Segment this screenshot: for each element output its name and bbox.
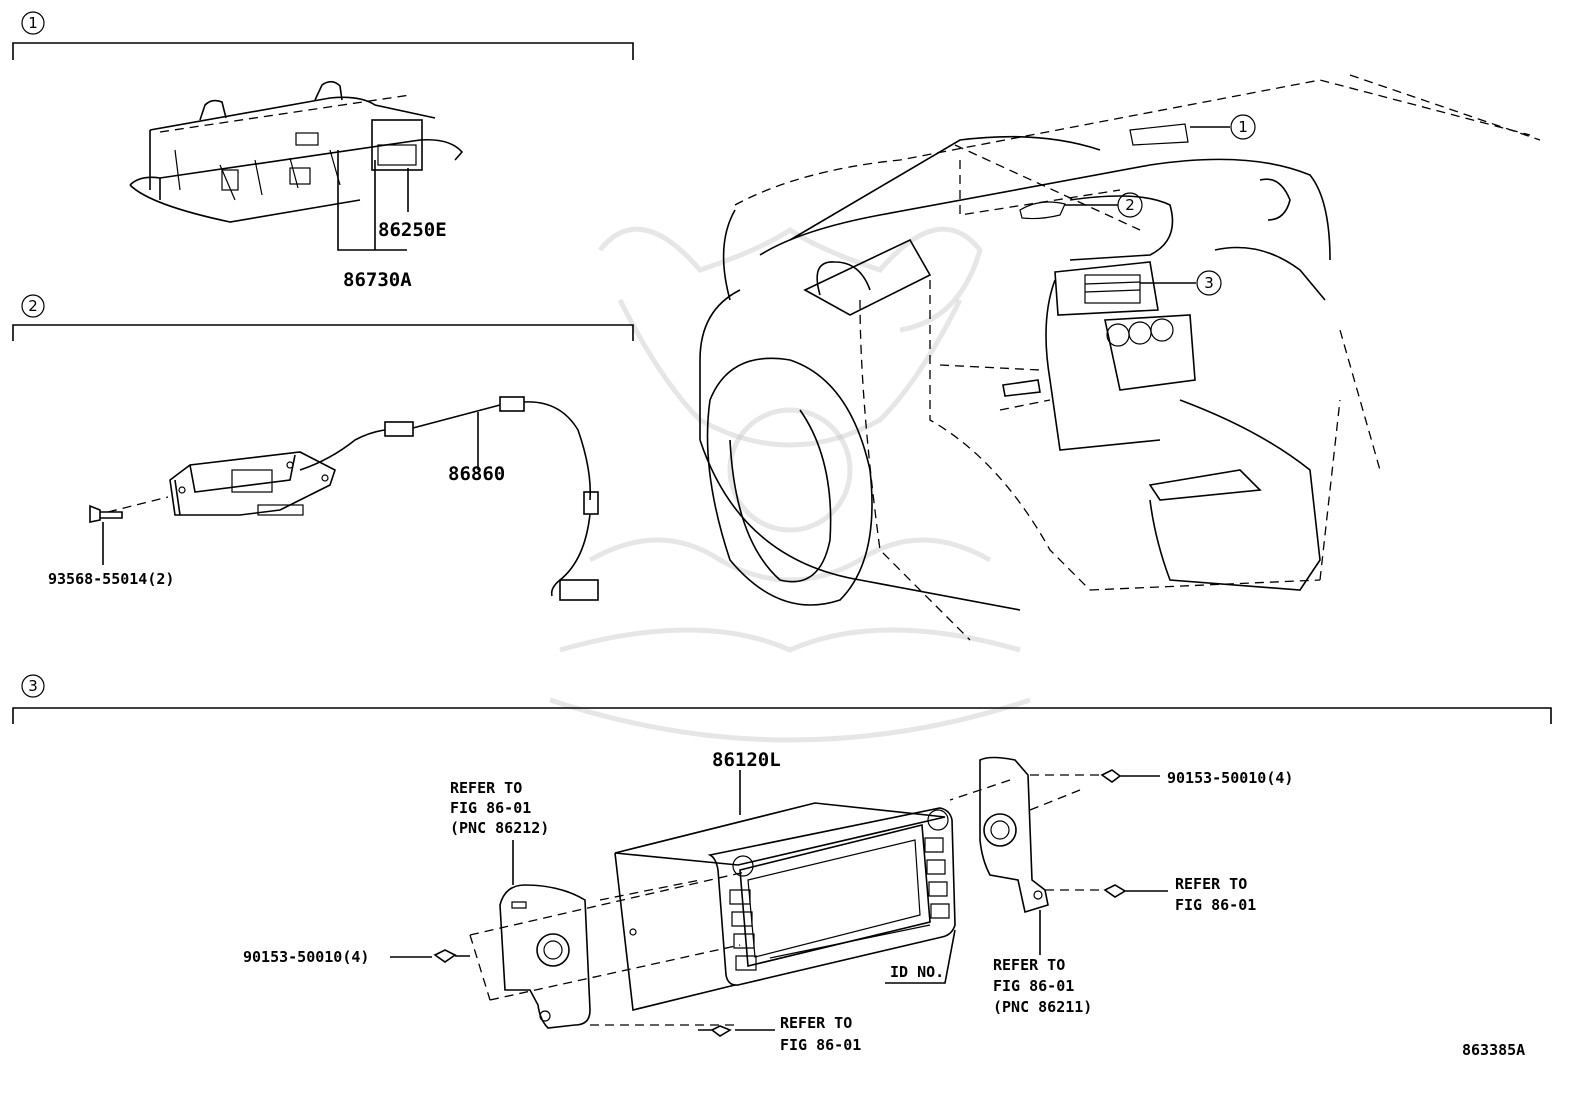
refer-right-bottom-line3: (PNC 86211): [993, 998, 1092, 1016]
overview-marker-3-circle: [1196, 270, 1222, 296]
part-86730a: 86730A: [343, 269, 412, 291]
section-2-bracket: [12, 324, 634, 341]
refer-left-top-line1: REFER TO: [450, 779, 522, 797]
bolt-right-top-label: 90153-50010(4): [1167, 769, 1293, 787]
section-1-marker-circle: [21, 11, 45, 35]
refer-bottom-line2: FIG 86-01: [780, 1036, 861, 1054]
leader-id-no: [885, 929, 956, 984]
refer-bottom-line1: REFER TO: [780, 1014, 852, 1032]
part-93568-55014: 93568-55014(2): [48, 570, 174, 588]
bolt-left-label: 90153-50010(4): [243, 948, 369, 966]
overview-marker-1-circle: [1230, 114, 1256, 140]
bottom-screw: [698, 1025, 732, 1037]
section-3-marker-circle: [21, 674, 45, 698]
refer-right-bottom-line2: FIG 86-01: [993, 977, 1074, 995]
right-top-screw: [1100, 769, 1160, 783]
section-1-marker: 1: [28, 14, 38, 32]
refer-right-mid-line2: FIG 86-01: [1175, 896, 1256, 914]
left-bracket-drawing: [499, 884, 591, 1029]
part-86120l: 86120L: [712, 749, 781, 771]
section-3-bracket: [12, 707, 1552, 724]
section-2: 2 86860 93568-55014(2): [12, 294, 634, 601]
right-mid-screw: [1103, 884, 1168, 898]
figure-code: 863385A: [1462, 1041, 1525, 1059]
overview-marker-2: 2: [1125, 196, 1135, 214]
refer-left-top-line2: FIG 86-01: [450, 799, 531, 817]
overhead-console-drawing: [129, 80, 464, 223]
section-3: 3 86120L REFER TO F: [12, 674, 1552, 1054]
refer-left-top-line3: (PNC 86212): [450, 819, 549, 837]
section-1: 1 86250E 86730A: [12, 11, 634, 291]
section-2-marker-circle: [21, 294, 45, 318]
right-bracket-drawing: [979, 756, 1049, 914]
part-86860: 86860: [448, 463, 505, 485]
overview-marker-1: 1: [1238, 118, 1248, 136]
refer-right-mid-line1: REFER TO: [1175, 875, 1247, 893]
leader-86730a: [337, 150, 407, 251]
part-86250e: 86250E: [378, 219, 447, 241]
head-unit-drawing: [614, 802, 956, 1011]
overview-marker-2-circle: [1117, 192, 1143, 218]
section-3-marker: 3: [28, 677, 38, 695]
section-1-bracket: [12, 42, 634, 60]
watermark-crest: [549, 226, 1031, 743]
sensor-bracket-drawing: [89, 396, 599, 601]
id-no-label: ID NO.: [890, 963, 944, 981]
overview-marker-3: 3: [1204, 274, 1214, 292]
vehicle-interior-overview: [699, 74, 1541, 641]
section-2-marker: 2: [28, 297, 38, 315]
refer-right-bottom-line1: REFER TO: [993, 956, 1065, 974]
